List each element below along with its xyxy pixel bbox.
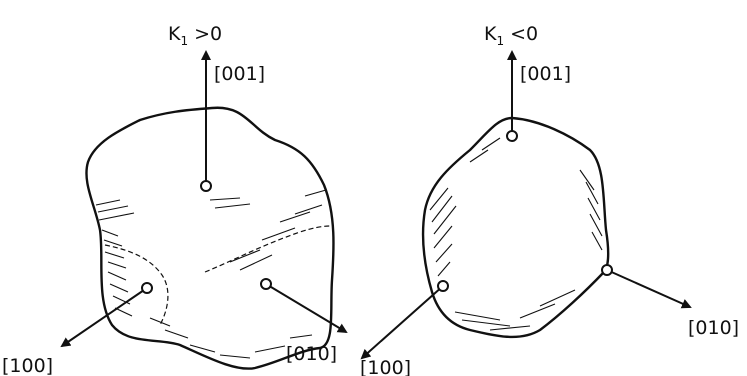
left-label-100: [100] <box>2 355 53 376</box>
right-label-010: [010] <box>688 317 739 339</box>
right-shading <box>429 137 603 331</box>
left-shading <box>95 189 327 359</box>
left-title: K1>0 <box>168 23 222 48</box>
right-axis-010-arrow <box>606 269 692 309</box>
left-label-010: [010] <box>286 343 337 365</box>
left-axis-001-point <box>200 180 212 192</box>
left-axis-100-point <box>141 282 153 294</box>
left-panel: K1>0 [001] [100] [010] <box>2 23 348 376</box>
energy-surface-triangle <box>421 116 610 339</box>
right-label-001: [001] <box>520 63 571 85</box>
left-axis-010-point <box>260 278 272 290</box>
left-inner-fold-2 <box>204 225 331 273</box>
right-axis-100-arrow <box>360 285 444 360</box>
right-label-100: [100] <box>360 357 411 376</box>
right-title: K1<0 <box>484 23 538 48</box>
left-inner-fold-1 <box>104 244 169 326</box>
left-label-001: [001] <box>214 63 265 85</box>
left-axis-010-arrow <box>265 283 348 334</box>
right-axis-100-point <box>437 280 449 292</box>
left-axis-100-arrow <box>60 287 148 348</box>
right-axis-001-point <box>506 130 518 142</box>
right-panel: K1<0 [001] [100] [010] <box>360 23 739 376</box>
right-axis-010-point <box>601 264 613 276</box>
energy-surface-cube <box>85 106 335 370</box>
